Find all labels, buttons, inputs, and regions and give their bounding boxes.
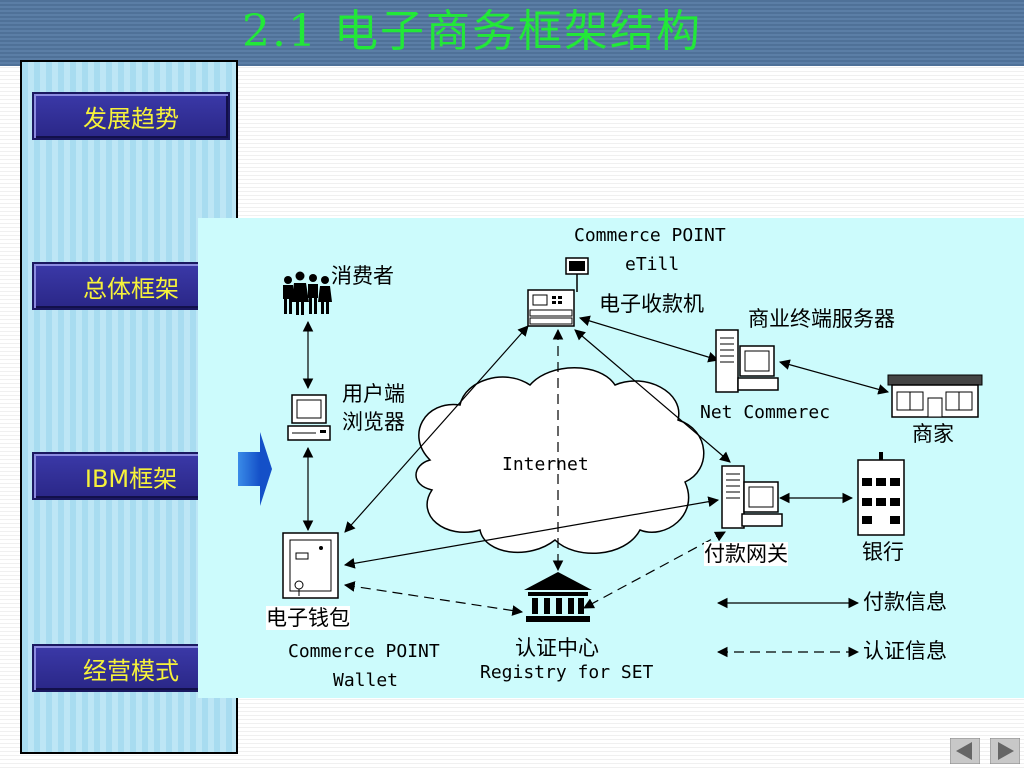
browser-label-line1: 用户端: [342, 382, 405, 406]
link-wallet-gateway: [343, 496, 720, 569]
nav-button-business-model[interactable]: 经营模式: [32, 644, 230, 692]
header-bar: [0, 0, 1024, 66]
internet-label: Internet: [502, 454, 589, 475]
nav-button-overall-framework[interactable]: 总体框架: [32, 262, 230, 310]
link-wallet-ca: [343, 581, 524, 616]
merchant-server-label: 商业终端服务器: [748, 307, 895, 331]
etill-product-line1: Commerce POINT: [574, 225, 726, 246]
bank-building-icon: [857, 452, 905, 536]
consumer-icon: [283, 271, 332, 315]
ca-label-line2: Registry for SET: [480, 662, 654, 683]
bank-label: 银行: [862, 540, 904, 564]
payment-gateway-server-icon: [721, 465, 783, 529]
wallet-product-line1: Commerce POINT: [288, 641, 440, 662]
legend-payment-label: 付款信息: [863, 590, 947, 614]
wallet-device-icon: [282, 532, 339, 599]
merchant-server-icon: [715, 329, 779, 393]
link-etill-gateway: [574, 329, 731, 463]
merchant-shop-icon: [887, 374, 983, 418]
etill-register-icon: [527, 257, 589, 327]
etill-label: 电子收款机: [599, 292, 704, 316]
nav-button-ibm-framework[interactable]: IBM框架: [32, 452, 230, 500]
link-etill-merchant-server: [578, 315, 720, 363]
net-commerce-label: Net Commerec: [700, 402, 831, 423]
browser-computer-icon: [287, 394, 331, 441]
next-slide-icon[interactable]: [990, 738, 1020, 764]
wallet-product-line2: Wallet: [333, 670, 399, 691]
page-title: 2.1 电子商务框架结构: [242, 6, 702, 57]
etill-product-line2: eTill: [625, 254, 680, 275]
merchant-label: 商家: [912, 422, 954, 446]
ca-label-line1: 认证中心: [515, 636, 599, 660]
current-section-pointer-icon: [238, 432, 272, 506]
link-gateway-ca: [583, 531, 726, 609]
wallet-label: 电子钱包: [266, 606, 350, 630]
consumer-label: 消费者: [331, 264, 394, 288]
payment-gateway-label: 付款网关: [704, 542, 788, 566]
previous-slide-icon[interactable]: [950, 738, 980, 764]
certificate-authority-icon: [524, 572, 592, 622]
legend-auth-label: 认证信息: [863, 639, 947, 663]
browser-label-line2: 浏览器: [342, 410, 405, 434]
nav-button-trends[interactable]: 发展趋势: [32, 92, 230, 140]
link-server-merchant: [778, 359, 890, 395]
